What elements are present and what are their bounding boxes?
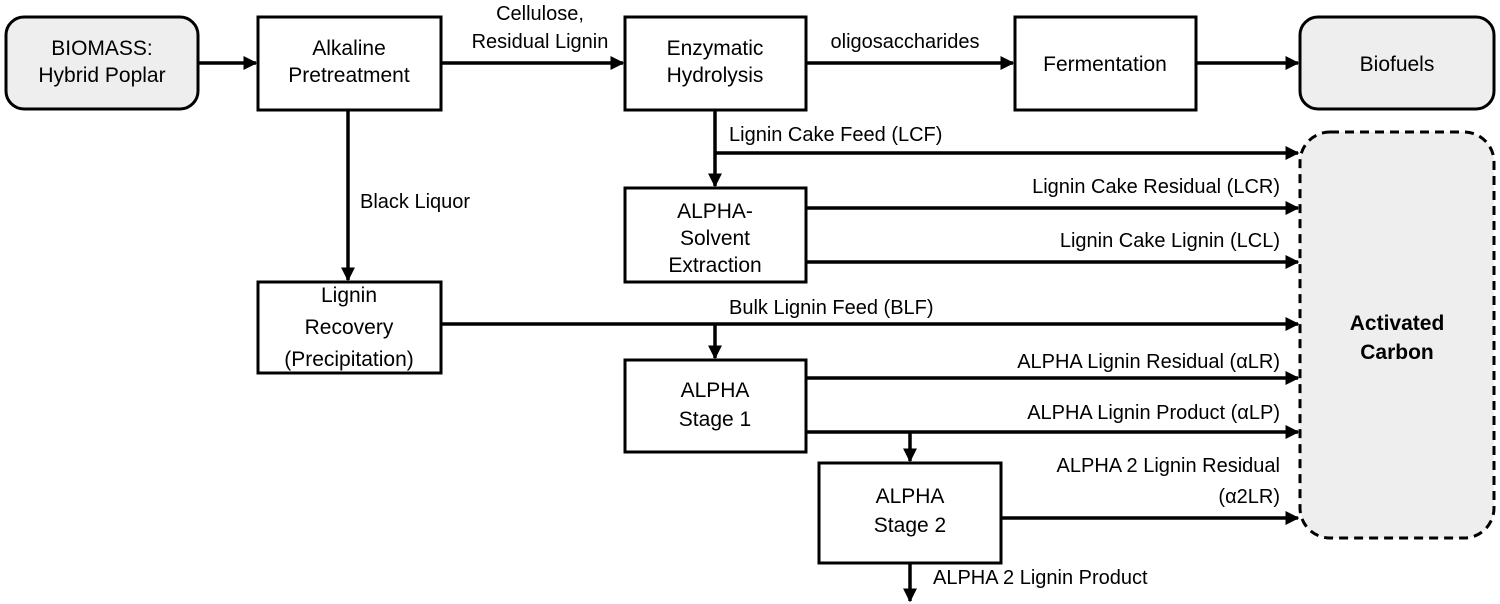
edge-label-oligosaccharides: oligosaccharides [831, 31, 980, 53]
node-stage2-line-2: Stage 2 [874, 514, 946, 537]
node-fermentation: Fermentation [1013, 15, 1198, 112]
node-alkaline-line-1: Alkaline [312, 37, 386, 60]
edge-label-a2lr-1: ALPHA 2 Lignin Residual [1057, 455, 1280, 477]
node-alkaline-pretreatment: Alkaline Pretreatment [256, 15, 443, 112]
node-fermentation-label: Fermentation [1043, 53, 1167, 76]
node-solvent-line-3: Extraction [668, 254, 761, 277]
node-solvent-extraction: ALPHA- Solvent Extraction [623, 186, 808, 284]
node-biofuels-label: Biofuels [1360, 53, 1435, 76]
edge-label-lcl: Lignin Cake Lignin (LCL) [1060, 230, 1280, 252]
node-biomass-line-2: Hybrid Poplar [38, 64, 165, 87]
node-stage1-line-2: Stage 1 [679, 408, 751, 431]
node-alpha-stage-1: ALPHA Stage 1 [623, 358, 808, 454]
node-stage2-line-1: ALPHA [876, 485, 945, 508]
node-solvent-line-2: Solvent [680, 227, 750, 250]
node-enzymatic-line-1: Enzymatic [667, 37, 764, 60]
node-biofuels: Biofuels [1298, 15, 1496, 111]
node-lignin-recovery: Lignin Recovery (Precipitation) [256, 280, 443, 375]
node-solvent-line-1: ALPHA- [677, 200, 753, 223]
node-alpha-stage-2: ALPHA Stage 2 [817, 461, 1003, 565]
node-carbon-line-1: Activated [1350, 312, 1445, 335]
node-recovery-line-1: Lignin [321, 284, 377, 307]
node-biomass: BIOMASS: Hybrid Poplar [4, 15, 200, 111]
node-recovery-line-2: Recovery [305, 316, 394, 339]
edge-label-cellulose-2: Residual Lignin [472, 31, 609, 53]
edge-label-lcr: Lignin Cake Residual (LCR) [1032, 176, 1280, 198]
node-enzymatic-line-2: Hydrolysis [667, 64, 764, 87]
connectors [198, 56, 1300, 603]
edge-labels: Cellulose, Residual Lignin oligosacchari… [360, 3, 1280, 589]
edge-label-a2lp: ALPHA 2 Lignin Product [933, 567, 1148, 589]
edge-label-blf: Bulk Lignin Feed (BLF) [729, 297, 934, 319]
edge-label-cellulose-1: Cellulose, [496, 3, 584, 25]
node-stage1-line-1: ALPHA [681, 379, 750, 402]
node-biomass-line-1: BIOMASS: [51, 37, 153, 60]
edge-label-alr: ALPHA Lignin Residual (αLR) [1017, 351, 1280, 373]
edge-label-alp: ALPHA Lignin Product (αLP) [1027, 402, 1280, 424]
edge-label-lcf: Lignin Cake Feed (LCF) [729, 124, 942, 146]
node-carbon-line-2: Carbon [1360, 341, 1434, 364]
edge-label-black-liquor: Black Liquor [360, 191, 470, 213]
node-alkaline-line-2: Pretreatment [288, 64, 410, 87]
node-recovery-line-3: (Precipitation) [284, 348, 414, 371]
node-enzymatic-hydrolysis: Enzymatic Hydrolysis [623, 15, 808, 112]
edge-label-a2lr-2: (α2LR) [1218, 486, 1280, 508]
node-activated-carbon: Activated Carbon [1298, 130, 1496, 540]
